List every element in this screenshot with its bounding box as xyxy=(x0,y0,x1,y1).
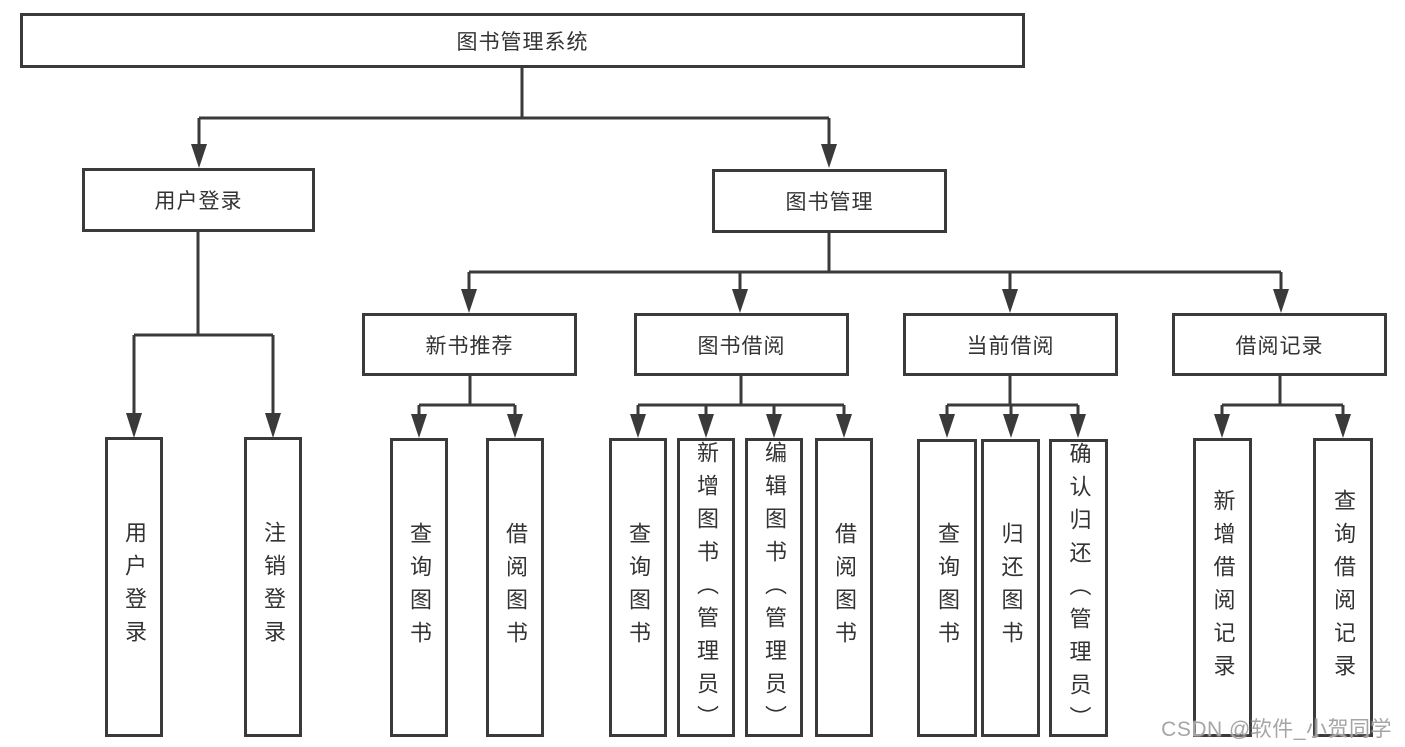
leaf-add-borrow-record: 新增借阅记录 xyxy=(1193,438,1252,737)
node-user-login: 用户登录 xyxy=(82,168,315,232)
csdn-watermark: CSDN @软件_小贺同学 xyxy=(1161,718,1392,741)
leaf-edit-books-admin: 编辑图书（管理员） xyxy=(745,438,803,738)
leaf-logout: 注销登录 xyxy=(244,437,302,737)
node-book-borrowing: 图书借阅 xyxy=(634,313,849,376)
leaf-confirm-return-admin: 确认归还（管理员） xyxy=(1049,439,1108,739)
node-borrowing-records: 借阅记录 xyxy=(1172,313,1387,376)
leaf-query-books-current: 查询图书 xyxy=(917,439,977,737)
node-new-book-recommendation: 新书推荐 xyxy=(362,313,577,376)
leaf-borrow-books-recommendation: 借阅图书 xyxy=(486,438,544,737)
leaf-add-books-admin: 新增图书（管理员） xyxy=(677,438,735,738)
node-book-management: 图书管理 xyxy=(712,169,947,233)
node-current-borrowing: 当前借阅 xyxy=(903,313,1118,376)
leaf-borrow-books-borrowing: 借阅图书 xyxy=(815,438,873,737)
leaf-return-books: 归还图书 xyxy=(981,439,1040,737)
node-root-library-system: 图书管理系统 xyxy=(20,13,1025,68)
leaf-query-borrow-record: 查询借阅记录 xyxy=(1313,438,1373,737)
leaf-user-login: 用户登录 xyxy=(105,437,163,737)
leaf-query-books-borrowing: 查询图书 xyxy=(609,438,667,737)
leaf-query-books-recommendation: 查询图书 xyxy=(390,438,448,737)
